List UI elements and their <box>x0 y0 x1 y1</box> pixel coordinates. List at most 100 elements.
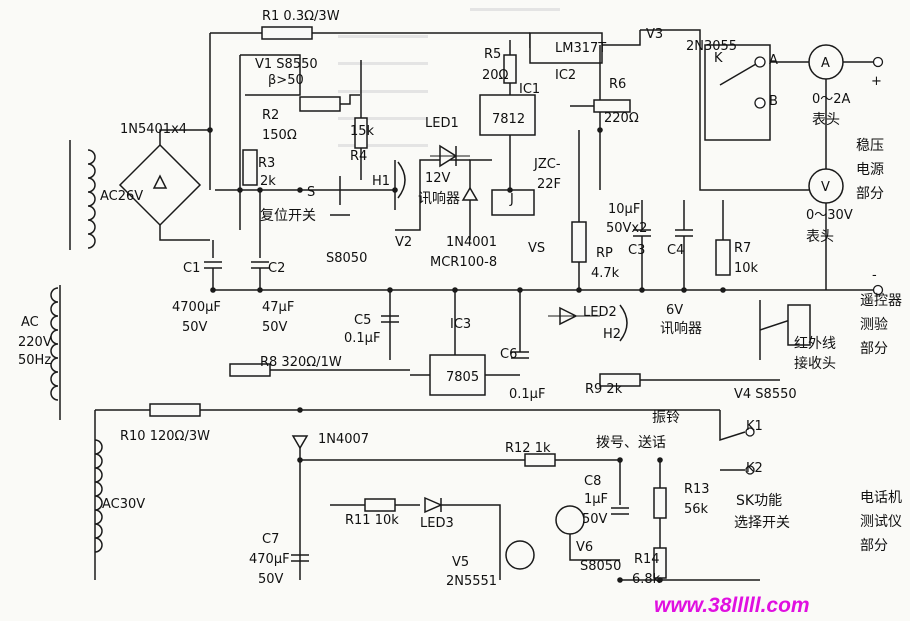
component-label: AC30V <box>102 497 145 512</box>
component-label: 2N5551 <box>446 574 497 589</box>
component-label: 讯响器 <box>660 321 702 337</box>
component-label: 20Ω <box>482 68 509 83</box>
component-label: R14 <box>634 552 660 567</box>
component-label: R12 1k <box>505 441 551 456</box>
wire <box>469 159 492 240</box>
section-title-regulated-supply: 稳压 <box>856 138 884 154</box>
component-label: C1 <box>183 261 200 276</box>
switch-k1 <box>719 410 746 442</box>
resistor-r12 <box>524 453 556 467</box>
resistor-r13 <box>653 487 667 519</box>
relay-switch <box>719 63 757 86</box>
junction-dot <box>387 287 393 293</box>
junction-dot <box>257 287 263 293</box>
buzzer-h1 <box>397 161 406 199</box>
junction-dot <box>297 407 303 413</box>
component-label: 10k <box>734 261 759 276</box>
led3 <box>424 496 443 514</box>
component-label: H1 <box>372 174 390 189</box>
component-label: H2 <box>603 327 621 342</box>
component-label: C6 <box>500 347 517 362</box>
component-label: 7812 <box>492 112 525 127</box>
bg-artifact <box>338 117 428 120</box>
component-label: V4 S8550 <box>734 387 797 402</box>
component-label: 复位开关 <box>260 207 316 224</box>
watermark: www.38lllll.com <box>654 594 810 617</box>
wire <box>569 534 620 561</box>
transformer-secondary <box>94 439 103 553</box>
component-label: LED3 <box>420 516 454 531</box>
component-label: J <box>509 192 514 207</box>
component-label: 50V <box>262 320 288 335</box>
contact-k2 <box>745 465 755 475</box>
component-label: 470μF <box>249 552 290 567</box>
component-label: C5 <box>354 313 371 328</box>
wire <box>240 54 301 96</box>
component-label: RP <box>596 246 613 261</box>
section-title-phone-tester: 部分 <box>860 538 888 554</box>
component-label: 50Hz <box>18 353 51 368</box>
component-label: 选择开关 <box>734 515 790 531</box>
component-label: + <box>871 74 882 89</box>
bridge-diode <box>152 174 168 189</box>
component-label: LM317T <box>555 41 606 56</box>
component-label: 1μF <box>584 492 608 507</box>
component-label: IC3 <box>450 317 471 332</box>
component-label: C4 <box>667 243 684 258</box>
junction-dot <box>297 187 303 193</box>
resistor-r5 <box>503 54 517 84</box>
component-label: MCR100-8 <box>430 255 497 270</box>
relay-j <box>491 189 535 216</box>
component-label: R5 <box>484 47 501 62</box>
transformer-primary-main <box>50 287 59 401</box>
junction-dot <box>681 287 687 293</box>
bg-artifact <box>338 35 428 38</box>
junction-dot <box>392 187 398 193</box>
component-label: R7 <box>734 241 751 256</box>
ic-7812 <box>479 94 536 136</box>
ic-lm317t <box>529 32 603 64</box>
component-label: 10μF <box>608 202 640 217</box>
wire <box>441 504 501 580</box>
junction-dot <box>639 287 645 293</box>
component-label: LED1 <box>425 116 459 131</box>
component-label: 15k <box>350 124 375 139</box>
transistor-v5 <box>505 540 535 570</box>
component-label: S8050 <box>580 559 621 574</box>
component-label: R6 <box>609 77 626 92</box>
component-label: 220Ω <box>604 111 639 126</box>
component-label: 0.1μF <box>344 331 380 346</box>
transistor-v4 <box>759 318 791 345</box>
component-label: R4 <box>350 149 367 164</box>
terminal <box>872 56 884 68</box>
component-label: 50V <box>582 512 608 527</box>
component-label: 220V <box>18 335 52 350</box>
component-label: 47μF <box>262 300 294 315</box>
component-label: 4700μF <box>172 300 221 315</box>
resistor-r2 <box>299 96 341 112</box>
junction-dot <box>576 287 582 293</box>
ir-receiver <box>787 304 811 346</box>
component-label: - <box>872 268 877 283</box>
component-label: C3 <box>628 243 645 258</box>
component-label: R8 320Ω/1W <box>260 355 342 370</box>
junction-dot <box>237 187 243 193</box>
section-title-phone-tester: 电话机 <box>860 490 902 506</box>
component-label: 0～2A <box>812 92 851 107</box>
component-label: 2k <box>260 174 276 189</box>
bg-artifact <box>338 144 428 147</box>
component-label: K <box>714 51 723 66</box>
junction-dot <box>597 127 603 133</box>
component-label: 7805 <box>446 370 479 385</box>
component-label: R1 0.3Ω/3W <box>262 9 340 24</box>
resistor-r7 <box>715 239 731 276</box>
resistor-r10 <box>149 403 201 417</box>
component-label: AC <box>21 315 39 330</box>
component-label: 拨号、送话 <box>596 435 666 451</box>
component-label: 1N4001 <box>446 235 497 250</box>
resistor-r9 <box>599 373 641 387</box>
section-title-regulated-supply: 电源 <box>856 162 884 178</box>
contact-a <box>754 56 766 68</box>
component-label: V6 <box>576 540 593 555</box>
section-title-ir-remote-tester: 测验 <box>860 317 888 333</box>
